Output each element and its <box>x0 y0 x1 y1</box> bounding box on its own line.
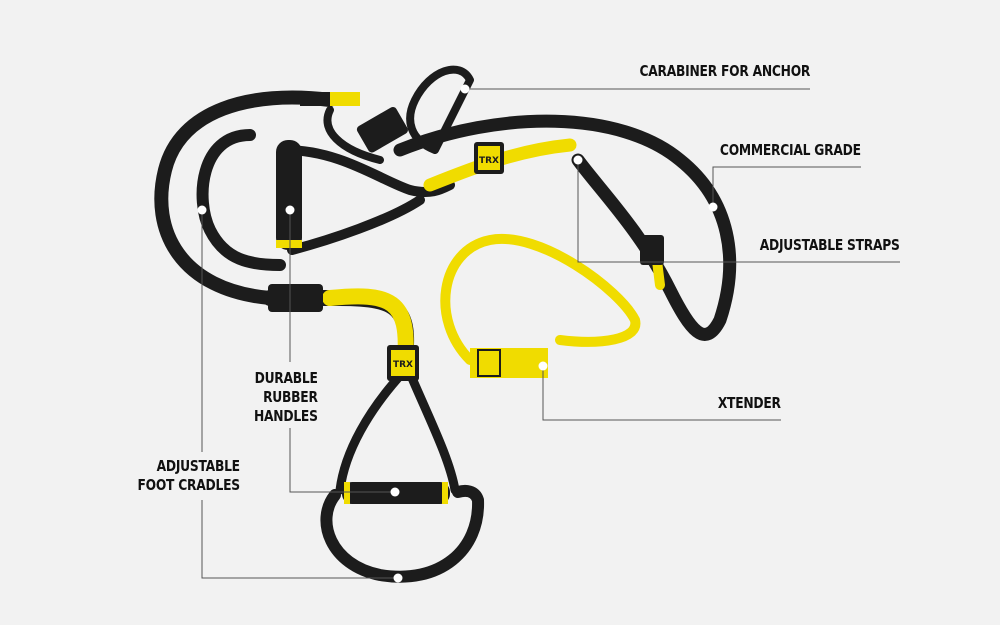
label-adjustable-foot-cradles: ADJUSTABLE FOOT CRADLES <box>137 457 241 495</box>
label-line: HANDLES <box>254 407 318 425</box>
xtender-loop <box>440 233 641 365</box>
label-xtender: XTENDER <box>718 394 781 412</box>
upper-handle <box>276 140 302 250</box>
label-adjustable-straps: ADJUSTABLE STRAPS <box>760 236 900 254</box>
lower-foot-cradle <box>320 485 485 583</box>
left-foot-cradle <box>196 129 286 271</box>
label-line: ADJUSTABLE <box>156 457 241 475</box>
trx-badge-xtender <box>477 349 501 377</box>
outer-strap <box>154 90 337 305</box>
carabiner <box>406 65 474 154</box>
callout-dots <box>197 84 718 583</box>
trx-badge-text: TRX <box>479 156 499 166</box>
trx-badge-upper <box>474 142 504 174</box>
leader-lines <box>201 88 900 579</box>
label-commercial-grade: COMMERCIAL GRADE <box>720 141 861 159</box>
trx-badge-text: TRX <box>393 360 413 370</box>
label-durable-rubber-handles: DURABLE RUBBER HANDLES <box>254 369 318 426</box>
label-carabiner: CARABINER FOR ANCHOR <box>639 62 810 80</box>
label-line: DURABLE <box>254 369 318 387</box>
label-line: RUBBER <box>263 388 318 406</box>
trx-badge-lower <box>387 345 419 381</box>
label-line: FOOT CRADLES <box>137 476 241 494</box>
